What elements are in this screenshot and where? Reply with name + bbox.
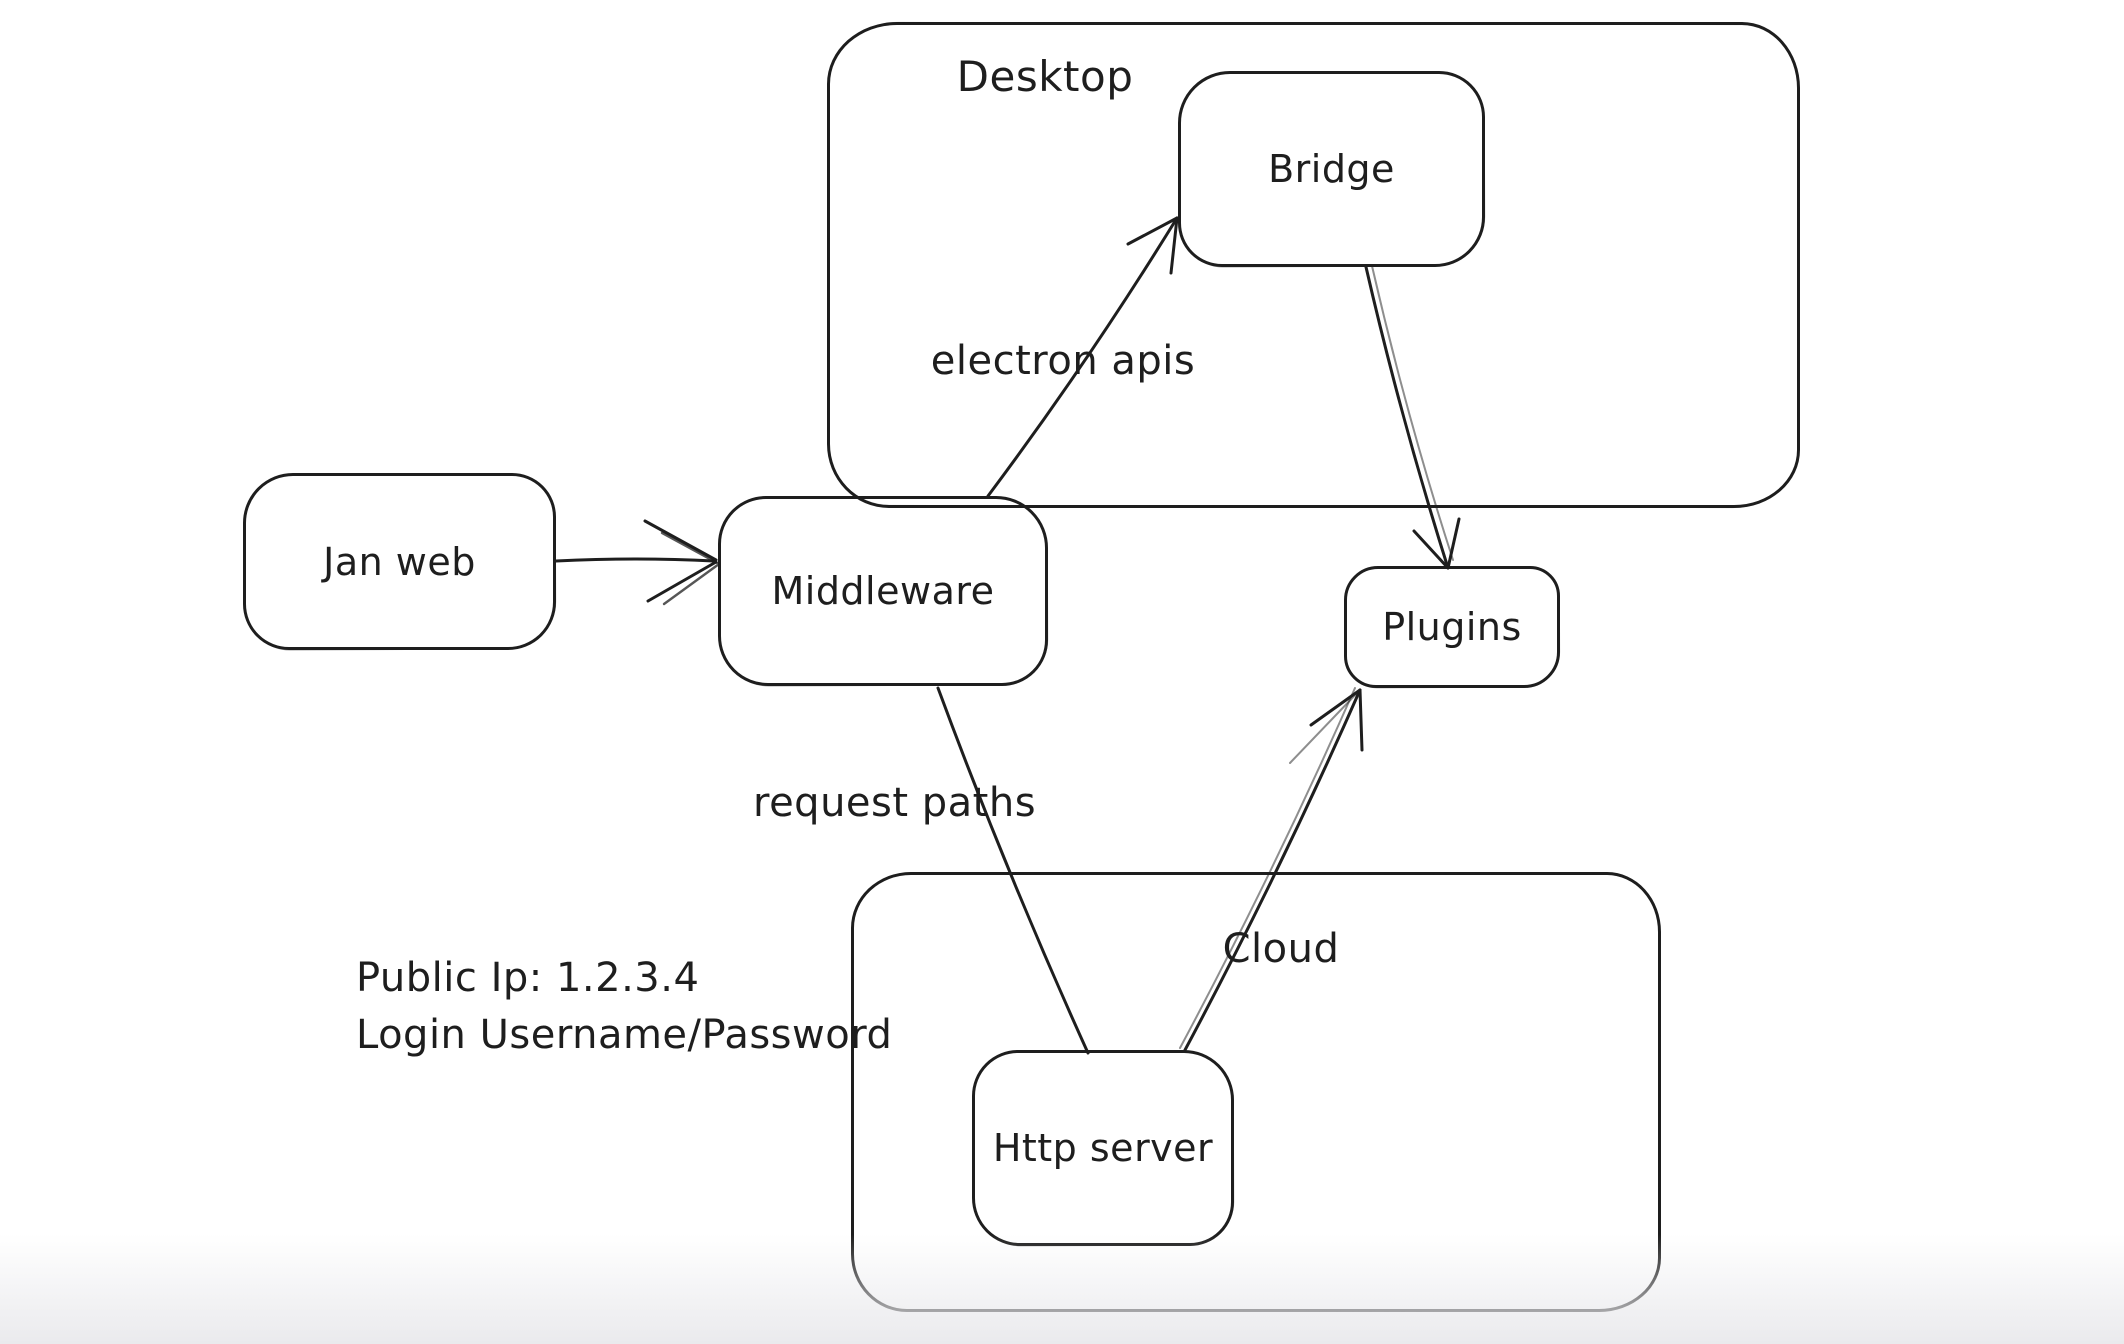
edge-label-electron-apis[interactable]: electron apis: [930, 338, 1196, 384]
node-jan-web-label: Jan web: [323, 539, 476, 584]
node-bridge-label: Bridge: [1268, 147, 1395, 191]
node-jan-web[interactable]: Jan web: [243, 473, 556, 650]
edge-label-request-paths[interactable]: request paths: [753, 780, 1037, 826]
group-cloud-label[interactable]: Cloud: [1222, 926, 1340, 972]
edge-janweb-to-middleware[interactable]: [554, 519, 721, 606]
node-bridge[interactable]: Bridge: [1178, 71, 1485, 267]
node-middleware[interactable]: Middleware: [718, 496, 1048, 686]
annotation-public-ip: Public Ip: 1.2.3.4: [356, 955, 700, 1001]
node-http-server-label: Http server: [992, 1126, 1214, 1170]
group-desktop[interactable]: [827, 22, 1800, 508]
node-plugins-label: Plugins: [1382, 605, 1522, 649]
node-middleware-label: Middleware: [771, 569, 995, 613]
node-plugins[interactable]: Plugins: [1344, 566, 1560, 688]
node-http-server[interactable]: Http server: [972, 1050, 1234, 1246]
annotation-text[interactable]: Public Ip: 1.2.3.4 Login Username/Passwo…: [356, 950, 892, 1064]
group-desktop-label[interactable]: Desktop: [956, 52, 1134, 101]
annotation-login: Login Username/Password: [356, 1011, 893, 1058]
